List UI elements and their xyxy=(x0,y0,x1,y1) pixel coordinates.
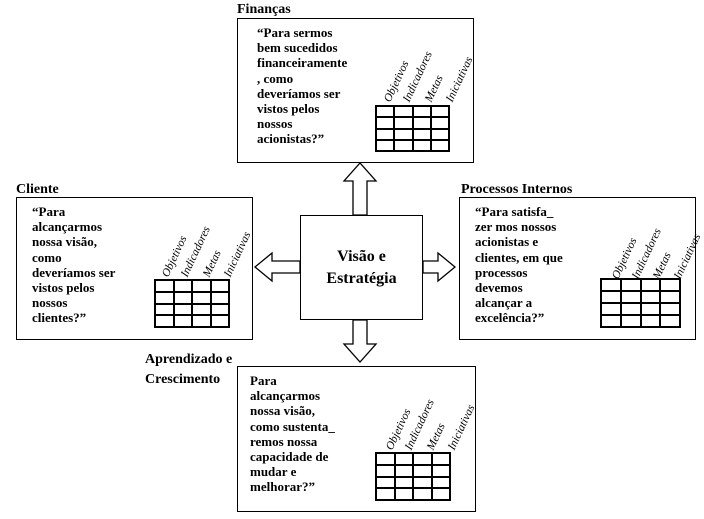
col-label-iniciativas: Iniciativas xyxy=(222,230,254,280)
arrow-down xyxy=(342,319,378,363)
financas-title: Finanças xyxy=(237,2,291,17)
col-label-metas: Metas xyxy=(425,421,448,453)
financas-grid xyxy=(375,105,450,152)
col-label-iniciativas: Iniciativas xyxy=(672,232,704,282)
vision-strategy-line1: Visão e xyxy=(337,247,386,265)
aprendizado-box: Para alcançarmos nossa visão, como suste… xyxy=(237,366,478,512)
col-label-metas: Metas xyxy=(651,250,674,282)
cliente-title: Cliente xyxy=(16,182,59,197)
aprendizado-question: Para alcançarmos nossa visão, como suste… xyxy=(250,373,335,495)
arrow-up xyxy=(342,162,378,216)
financas-question: “Para sermos bem sucedidos financeiramen… xyxy=(257,25,348,147)
cliente-grid xyxy=(154,279,230,328)
cliente-question: “Para alcançarmos nossa visão, como deve… xyxy=(32,204,116,326)
col-label-iniciativas: Iniciativas xyxy=(446,403,478,453)
col-label-metas: Metas xyxy=(423,73,446,105)
vision-strategy-box: Visão e Estratégia xyxy=(300,215,423,320)
processos-question: “Para satisfa_ zer mos nossos acionistas… xyxy=(475,204,563,326)
aprendizado-title-line2: Crescimento xyxy=(145,372,221,387)
col-label-iniciativas: Iniciativas xyxy=(444,55,476,105)
processos-grid xyxy=(600,278,681,328)
financas-box: “Para sermos bem sucedidos financeiramen… xyxy=(237,18,476,163)
col-label-metas: Metas xyxy=(201,248,224,280)
arrow-right xyxy=(422,251,457,283)
processos-title: Processos Internos xyxy=(461,182,573,197)
aprendizado-grid xyxy=(375,452,451,501)
processos-box: “Para satisfa_ zer mos nossos acionistas… xyxy=(459,197,703,340)
arrow-left xyxy=(253,251,301,283)
vision-strategy-line2: Estratégia xyxy=(326,269,397,287)
aprendizado-title-line1: Aprendizado e xyxy=(145,352,233,367)
cliente-box: “Para alcançarmos nossa visão, como deve… xyxy=(16,197,253,340)
